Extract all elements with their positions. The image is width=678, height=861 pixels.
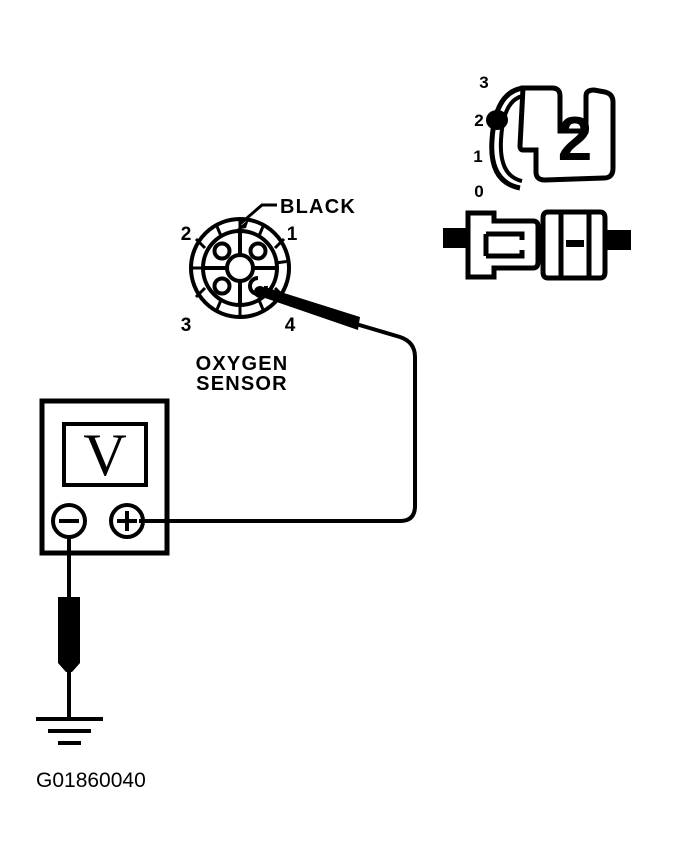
detail-scale-label-0: 0 — [474, 182, 483, 201]
detail-arc-inner — [498, 94, 524, 183]
terminal-cavity-1 — [248, 241, 268, 261]
connector-detail-callout: 3 2 1 0 2 — [473, 73, 616, 201]
meter-volt-symbol: V — [83, 422, 126, 488]
left-plug-fork-detail — [483, 231, 525, 259]
right-socket-ribs — [558, 214, 592, 276]
right-socket-keyway — [566, 240, 584, 247]
voltmeter: V — [39, 398, 170, 556]
plus-icon — [117, 511, 137, 531]
sensor-label-line-2: SENSOR — [196, 373, 288, 395]
probe-body-tapered — [259, 288, 360, 330]
oxygen-sensor-connector: 2 1 3 4 BLACK OXYGEN SENSOR — [181, 196, 356, 395]
left-plug-wire-stub — [443, 228, 468, 248]
pin-label-3: 3 — [181, 315, 192, 336]
detail-scale-label-3: 3 — [479, 73, 488, 92]
terminal-cavity-2 — [212, 241, 232, 261]
meter-display-screen — [62, 422, 148, 487]
black-callout-arrowhead — [236, 219, 249, 230]
detail-position-marker — [486, 110, 508, 130]
connector-cross-dividers — [203, 231, 277, 305]
detail-callout-number: 2 — [558, 105, 592, 174]
pin-label-1: 1 — [287, 224, 298, 245]
left-plug-housing — [465, 210, 541, 280]
connector-center-hub — [225, 253, 255, 283]
connector-pair-assembly — [443, 209, 631, 281]
right-socket-wire-stub — [605, 230, 631, 250]
test-probe-ground — [58, 597, 80, 719]
ground-probe-handle — [58, 597, 80, 672]
detail-connector-body — [517, 85, 616, 183]
detail-scale-label-1: 1 — [473, 147, 482, 166]
pin-label-2: 2 — [181, 224, 192, 245]
meter-positive-jack — [109, 503, 145, 539]
sensor-label-line-1: OXYGEN — [196, 353, 289, 375]
probe-tip — [254, 286, 266, 298]
black-wire-callout: BLACK — [280, 196, 356, 218]
detail-arc-outer — [489, 85, 524, 191]
positive-test-lead-wire — [139, 322, 417, 523]
meter-housing — [39, 398, 170, 556]
detail-scale-label-2: 2 — [474, 111, 483, 130]
ground-symbol — [36, 717, 103, 745]
right-socket-housing — [540, 209, 608, 281]
figure-caption: G01860040 — [36, 769, 146, 792]
black-callout-leader — [239, 203, 277, 226]
terminal-cavity-3 — [212, 276, 232, 296]
test-probe-positive — [254, 286, 360, 330]
pin-label-4: 4 — [285, 315, 296, 336]
